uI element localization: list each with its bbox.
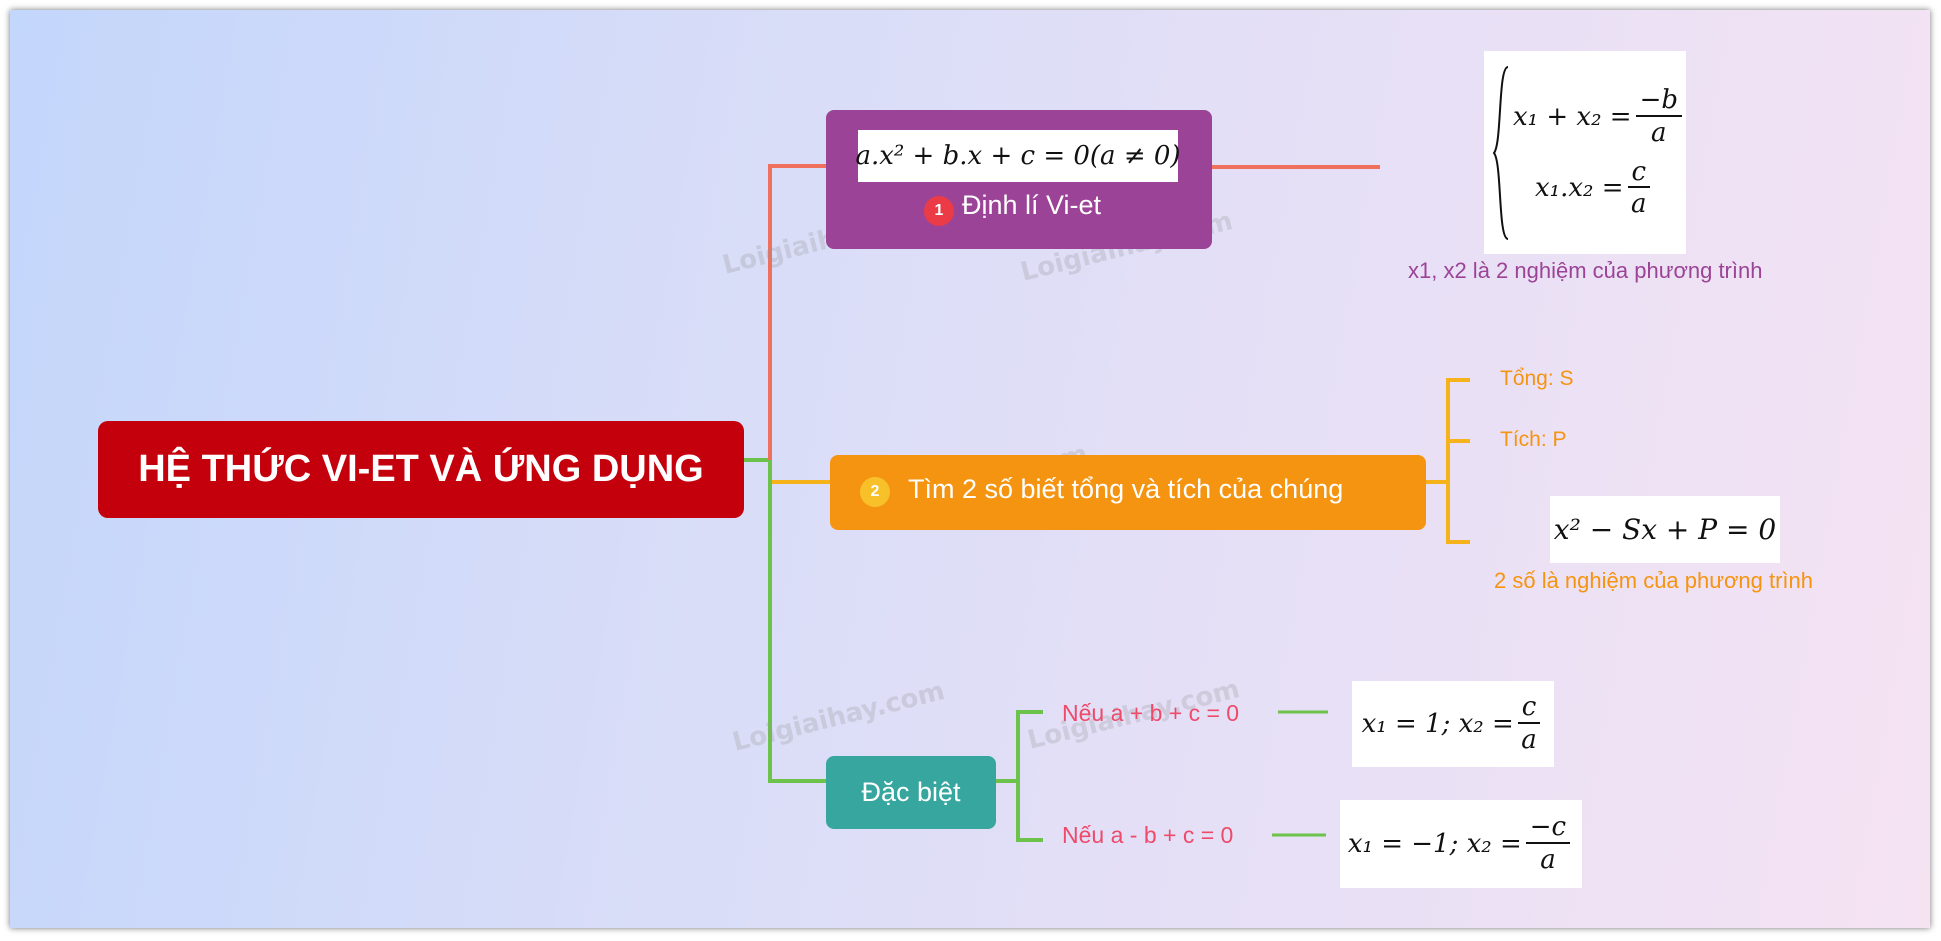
case2-fraction-numerator: −c (1525, 813, 1571, 844)
branch2-bracket (1446, 378, 1470, 544)
sum-label: Tổng: S (1500, 367, 1574, 390)
branch2-note: 2 số là nghiệm của phương trình (1494, 568, 1814, 593)
sum-fraction-denominator: a (1651, 117, 1667, 148)
case2-fraction-denominator: a (1540, 845, 1556, 875)
sum-formula-left: x₁ + x₂ = (1513, 101, 1632, 132)
product-fraction-numerator: c (1627, 157, 1651, 189)
root-node[interactable]: HỆ THỨC VI-ET VÀ ỨNG DỤNG (98, 421, 744, 518)
branch3-connector (768, 460, 826, 783)
branch3-label: Đặc biệt (861, 777, 961, 807)
branch-node-vieta-theorem[interactable]: a.x² + b.x + c = 0(a ≠ 0) 1 Định lí Vi-e… (826, 110, 1212, 249)
branch-node-special-cases[interactable]: Đặc biệt (826, 756, 996, 829)
case1-fraction-numerator: c (1517, 693, 1541, 724)
case1-condition: Nếu a + b + c = 0 (1062, 700, 1240, 726)
branch3-bracket (1016, 710, 1043, 842)
case1-fraction-denominator: a (1521, 725, 1537, 755)
badge-number-1: 1 (924, 196, 954, 226)
brace-icon (1492, 65, 1509, 240)
sum-product-equation-formula: x² − Sx + P = 0 (1550, 496, 1780, 563)
branch1-note: x1, x2 là 2 nghiệm của phương trình (1408, 258, 1763, 283)
sum-fraction-numerator: −b (1635, 86, 1682, 117)
case2-condition: Nếu a - b + c = 0 (1062, 822, 1234, 848)
badge-number-2: 2 (860, 477, 890, 507)
mindmap-canvas: Loigiaihay.com Loigiaihay.com Loigiaihay… (10, 10, 1930, 928)
quadratic-equation-formula: a.x² + b.x + c = 0(a ≠ 0) (855, 130, 1181, 182)
root-title: HỆ THỨC VI-ET VÀ ỨNG DỤNG (138, 448, 704, 490)
product-formula-left: x₁.x₂ = (1535, 173, 1624, 204)
branch1-label: Định lí Vi-et (962, 190, 1102, 220)
branch1-connector (768, 164, 826, 460)
connector-lines (744, 164, 1470, 842)
product-fraction-denominator: a (1631, 189, 1647, 220)
product-label: Tích: P (1500, 428, 1567, 451)
branch2-label: Tìm 2 số biết tổng và tích của chúng (908, 474, 1344, 504)
branch-node-find-two-numbers[interactable]: 2 Tìm 2 số biết tổng và tích của chúng (830, 455, 1426, 530)
